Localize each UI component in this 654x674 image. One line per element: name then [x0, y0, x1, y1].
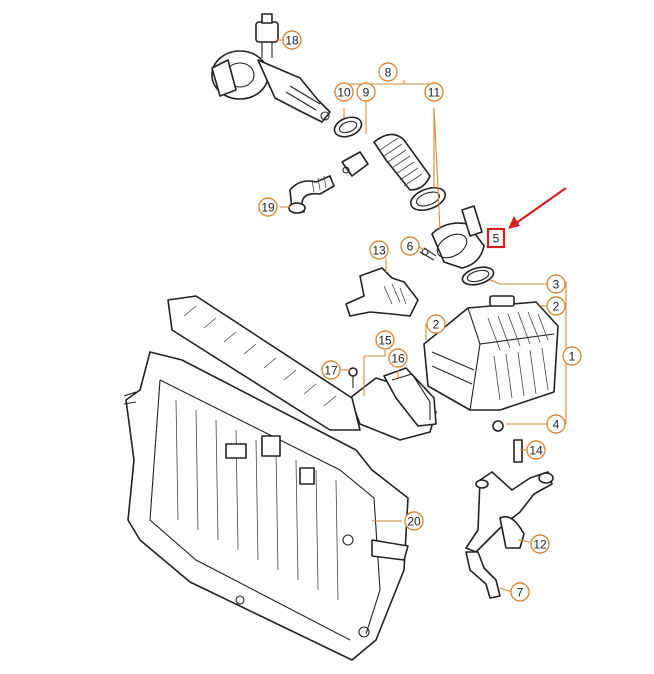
callout-number: 6	[407, 240, 414, 254]
callout-9: 9	[356, 82, 376, 102]
callout-8: 8	[378, 62, 398, 82]
callout-20: 20	[404, 511, 424, 531]
callout-ring	[321, 360, 341, 380]
breather-hose	[288, 175, 335, 214]
callout-number: 8	[385, 66, 392, 80]
callout-ring	[546, 414, 566, 434]
callout-ring	[375, 330, 395, 350]
callout-5: 5	[486, 227, 506, 249]
callout-ring	[334, 82, 354, 102]
callout-ring	[530, 534, 550, 554]
callout-12: 12	[530, 534, 550, 554]
callout-ring	[424, 82, 444, 102]
callout-15: 15	[375, 330, 395, 350]
callout-number: 1	[569, 350, 576, 364]
callout-ring	[258, 197, 278, 217]
callout-number: 10	[337, 86, 351, 100]
callout-19: 19	[258, 197, 278, 217]
callout-ring	[546, 274, 566, 294]
callout-ring	[404, 511, 424, 531]
callout-6: 6	[400, 236, 420, 256]
callout-number: 3	[553, 278, 560, 292]
callout-number: 14	[529, 444, 543, 458]
callout-17: 17	[321, 360, 341, 380]
callout-3: 3	[546, 274, 566, 294]
callout-ring	[546, 296, 566, 316]
callout-13: 13	[369, 240, 389, 260]
callout-ring	[356, 82, 376, 102]
air-filter-housing	[423, 295, 559, 432]
callout-number: 11	[428, 86, 441, 100]
callout-11: 11	[424, 82, 444, 102]
callout-4: 4	[546, 414, 566, 434]
callout-number: 20	[407, 515, 421, 529]
callout-2: 2	[426, 314, 446, 334]
highlight-arrow	[508, 187, 567, 229]
intake-connector	[419, 205, 495, 286]
callout-ring	[369, 240, 389, 260]
callout-ring	[400, 236, 420, 256]
turbocharger	[211, 13, 331, 123]
callout-2: 2	[546, 296, 566, 316]
callout-ring	[526, 440, 546, 460]
intake-hose-assembly	[333, 116, 447, 212]
callout-number: 13	[372, 244, 386, 258]
callout-number: 15	[378, 334, 392, 348]
callout-number: 7	[517, 586, 524, 600]
callout-number: 12	[533, 538, 547, 552]
highlight-box	[486, 227, 506, 249]
drain-hose-and-bracket	[465, 439, 554, 599]
callout-ring	[426, 314, 446, 334]
callout-ring	[282, 30, 302, 50]
air-duct-bracket	[345, 267, 419, 317]
callout-14: 14	[526, 440, 546, 460]
callout-10: 10	[334, 82, 354, 102]
callout-number: 2	[433, 318, 440, 332]
radiator-support-frame	[123, 295, 409, 661]
callout-number: 18	[285, 34, 299, 48]
callout-ring	[562, 346, 582, 366]
callout-7: 7	[510, 582, 530, 602]
callout-number: 19	[261, 201, 275, 215]
callout-ring	[510, 582, 530, 602]
callout-number: 9	[363, 86, 370, 100]
callout-18: 18	[282, 30, 302, 50]
callout-number: 2	[553, 300, 560, 314]
callout-number: 17	[324, 364, 338, 378]
callout-ring	[378, 62, 398, 82]
callout-16: 16	[388, 348, 408, 368]
intake-snorkel	[348, 367, 437, 441]
callout-1: 1	[562, 346, 582, 366]
callout-number: 5	[493, 232, 500, 246]
callout-number: 16	[391, 352, 405, 366]
callout-ring	[388, 348, 408, 368]
callout-number: 4	[553, 418, 560, 432]
